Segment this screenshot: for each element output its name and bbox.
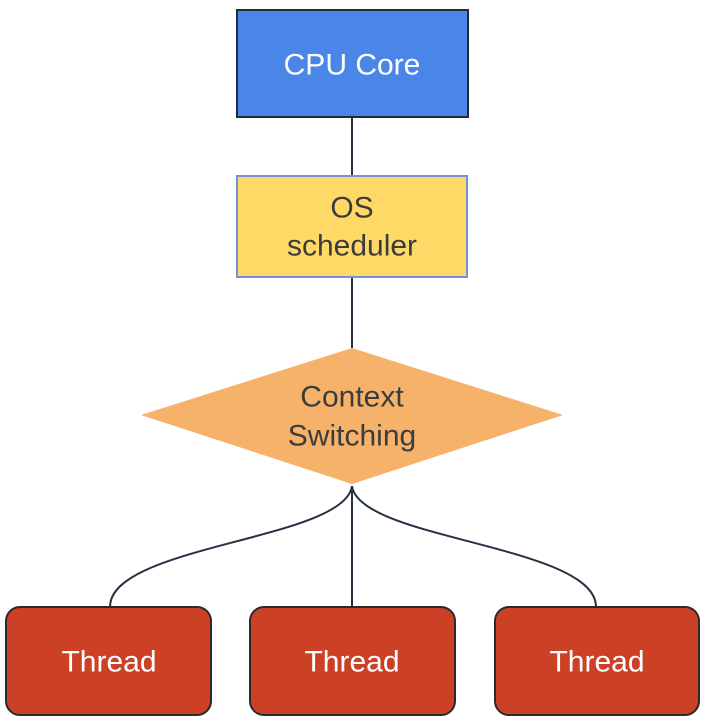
thread-label-3: Thread <box>549 646 644 679</box>
os-scheduler-label-line1: OS <box>330 192 373 225</box>
os-scheduler-node[interactable]: OS scheduler <box>236 175 468 278</box>
context-switching-label-line1: Context <box>300 381 404 414</box>
cpu-core-label: CPU Core <box>284 49 421 82</box>
thread-node-1[interactable]: Thread <box>5 606 212 716</box>
cpu-core-node[interactable]: CPU Core <box>236 9 469 118</box>
thread-node-2[interactable]: Thread <box>249 606 456 716</box>
edge-context-switch-to-thread-1 <box>109 485 353 608</box>
thread-label-2: Thread <box>304 646 399 679</box>
os-scheduler-label-line2: scheduler <box>287 230 417 263</box>
thread-box-3 <box>494 606 700 716</box>
edge-context-switch-to-thread-3 <box>351 485 597 608</box>
context-switching-label-line2: Switching <box>288 420 416 453</box>
context-switching-diamond <box>141 348 563 484</box>
cpu-core-box <box>236 9 469 118</box>
thread-node-3[interactable]: Thread <box>494 606 700 716</box>
thread-label-1: Thread <box>61 646 156 679</box>
context-switching-node[interactable]: Context Switching <box>141 348 563 484</box>
thread-box-2 <box>249 606 456 716</box>
thread-box-1 <box>5 606 212 716</box>
os-scheduler-box <box>236 175 468 278</box>
